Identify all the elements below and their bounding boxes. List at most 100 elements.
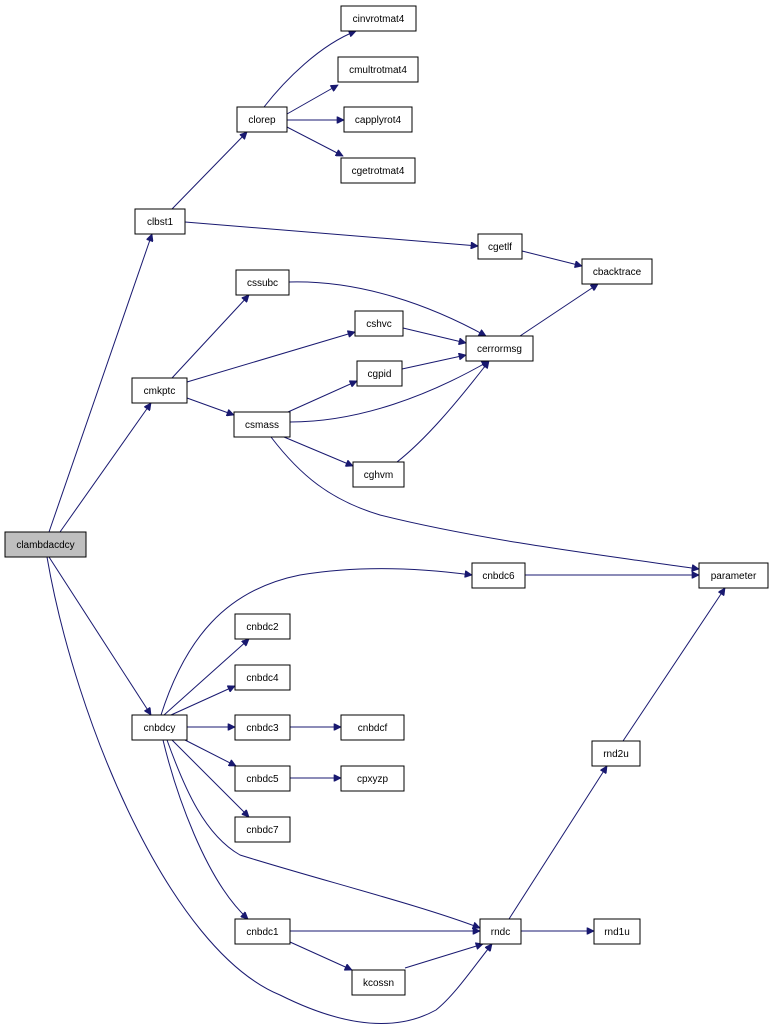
node-cnbdc7[interactable]: cnbdc7 (234, 816, 291, 843)
node-label: cgpid (368, 369, 392, 380)
node-cgpid[interactable]: cgpid (356, 360, 403, 387)
edge-cmkptc-to-cshvc (186, 332, 355, 383)
node-box (352, 461, 405, 488)
node-label: cnbdc6 (482, 571, 515, 582)
node-cnbdc4[interactable]: cnbdc4 (234, 664, 291, 691)
node-label: clambdacdcy (16, 540, 74, 551)
edge-kcossn-to-rndc (404, 944, 483, 969)
node-box (465, 335, 534, 362)
node-cnbdcy[interactable]: cnbdcy (131, 714, 188, 741)
edge-clbst1-to-clorep (171, 132, 247, 210)
node-cgetrotmat4[interactable]: cgetrotmat4 (340, 157, 416, 184)
node-cnbdc2[interactable]: cnbdc2 (234, 613, 291, 640)
node-cinvrotmat4[interactable]: cinvrotmat4 (340, 5, 417, 32)
node-cnbdc3[interactable]: cnbdc3 (234, 714, 291, 741)
node-box (477, 233, 523, 260)
edge-cnbdcy-to-cnbdc7 (171, 739, 249, 817)
node-box (340, 5, 417, 32)
node-cnbdc1[interactable]: cnbdc1 (234, 918, 291, 945)
node-cmkptc[interactable]: cmkptc (131, 377, 188, 404)
node-label: rnd2u (603, 749, 629, 760)
node-box (236, 106, 288, 133)
node-label: cssubc (247, 278, 278, 289)
node-label: cnbdc4 (246, 673, 279, 684)
node-rnd2u[interactable]: rnd2u (591, 740, 641, 767)
node-box (354, 310, 404, 337)
node-cmultrotmat4[interactable]: cmultrotmat4 (337, 56, 419, 83)
node-kcossn[interactable]: kcossn (351, 969, 406, 996)
edge-cnbdcy-to-cnbdc2 (163, 639, 249, 716)
node-box (233, 411, 291, 438)
node-cnbdc5[interactable]: cnbdc5 (234, 765, 291, 792)
node-box (340, 765, 405, 792)
node-label: clbst1 (147, 217, 174, 228)
node-clambdacdcy[interactable]: clambdacdcy (4, 531, 87, 558)
node-label: cghvm (364, 470, 393, 481)
node-box (340, 157, 416, 184)
node-capplyrot4[interactable]: capplyrot4 (343, 106, 413, 133)
edge-clambdacdcy-to-rndc (46, 556, 492, 1025)
edge-rndc-to-rnd2u (508, 766, 607, 920)
edge-rnd2u-to-parameter (622, 588, 725, 742)
node-cbacktrace[interactable]: cbacktrace (581, 258, 653, 285)
node-box (234, 714, 291, 741)
node-cnbdcf[interactable]: cnbdcf (340, 714, 405, 741)
edge-clorep-to-cgetrotmat4 (286, 126, 343, 157)
nodes-layer: clambdacdcy clbst1 clorep cinvrotmat4 cmultr… (4, 5, 769, 996)
node-box (234, 613, 291, 640)
edge-cnbdcy-to-cnbdc1 (162, 739, 248, 919)
node-box (134, 208, 186, 235)
edge-cghvm-to-cerrormsg (396, 361, 489, 463)
node-rndc[interactable]: rndc (479, 918, 522, 945)
edge-cnbdc1-to-kcossn (289, 941, 352, 970)
node-box (234, 918, 291, 945)
node-label: cnbdcy (144, 723, 176, 734)
node-cshvc[interactable]: cshvc (354, 310, 404, 337)
node-csmass[interactable]: csmass (233, 411, 291, 438)
node-label: cnbdc1 (246, 927, 279, 938)
node-box (234, 664, 291, 691)
node-cpxyzp[interactable]: cpxyzp (340, 765, 405, 792)
node-label: kcossn (363, 978, 394, 989)
edge-clambdacdcy-to-cnbdcy (48, 556, 151, 715)
node-label: cgetlf (488, 242, 512, 253)
node-box (337, 56, 419, 83)
node-clbst1[interactable]: clbst1 (134, 208, 186, 235)
edge-csmass-to-cerrormsg (289, 360, 489, 423)
edge-cshvc-to-cerrormsg (402, 327, 466, 343)
edge-cnbdcy-to-cnbdc5 (184, 739, 236, 767)
node-clorep[interactable]: clorep (236, 106, 288, 133)
node-box (581, 258, 653, 285)
node-label: clorep (248, 115, 276, 126)
node-box (131, 714, 188, 741)
node-label: cnbdc5 (246, 774, 279, 785)
node-label: cgetrotmat4 (352, 166, 405, 177)
node-box (234, 765, 291, 792)
edge-csmass-to-cghvm (283, 436, 353, 466)
node-label: cpxyzp (357, 774, 389, 785)
edge-cnbdcy-to-rndc (166, 739, 480, 928)
node-label: cinvrotmat4 (353, 14, 405, 25)
edge-cmkptc-to-cssubc (171, 295, 249, 379)
edge-csmass-to-parameter (270, 436, 699, 569)
node-label: cnbdc3 (246, 723, 279, 734)
node-box (351, 969, 406, 996)
edge-csmass-to-cgpid (287, 381, 357, 413)
node-box (698, 562, 769, 589)
node-label: rnd1u (604, 927, 630, 938)
node-cerrormsg[interactable]: cerrormsg (465, 335, 534, 362)
node-parameter[interactable]: parameter (698, 562, 769, 589)
edge-cerrormsg-to-cbacktrace (519, 284, 598, 337)
edge-clambdacdcy-to-clbst1 (48, 234, 152, 533)
node-box (4, 531, 87, 558)
node-cnbdc6[interactable]: cnbdc6 (471, 562, 526, 589)
edge-cmkptc-to-csmass (186, 397, 234, 415)
node-cgetlf[interactable]: cgetlf (477, 233, 523, 260)
node-box (593, 918, 641, 945)
node-label: capplyrot4 (355, 115, 402, 126)
edge-cgetlf-to-cbacktrace (521, 250, 582, 266)
node-cssubc[interactable]: cssubc (235, 269, 290, 296)
node-rnd1u[interactable]: rnd1u (593, 918, 641, 945)
node-cghvm[interactable]: cghvm (352, 461, 405, 488)
